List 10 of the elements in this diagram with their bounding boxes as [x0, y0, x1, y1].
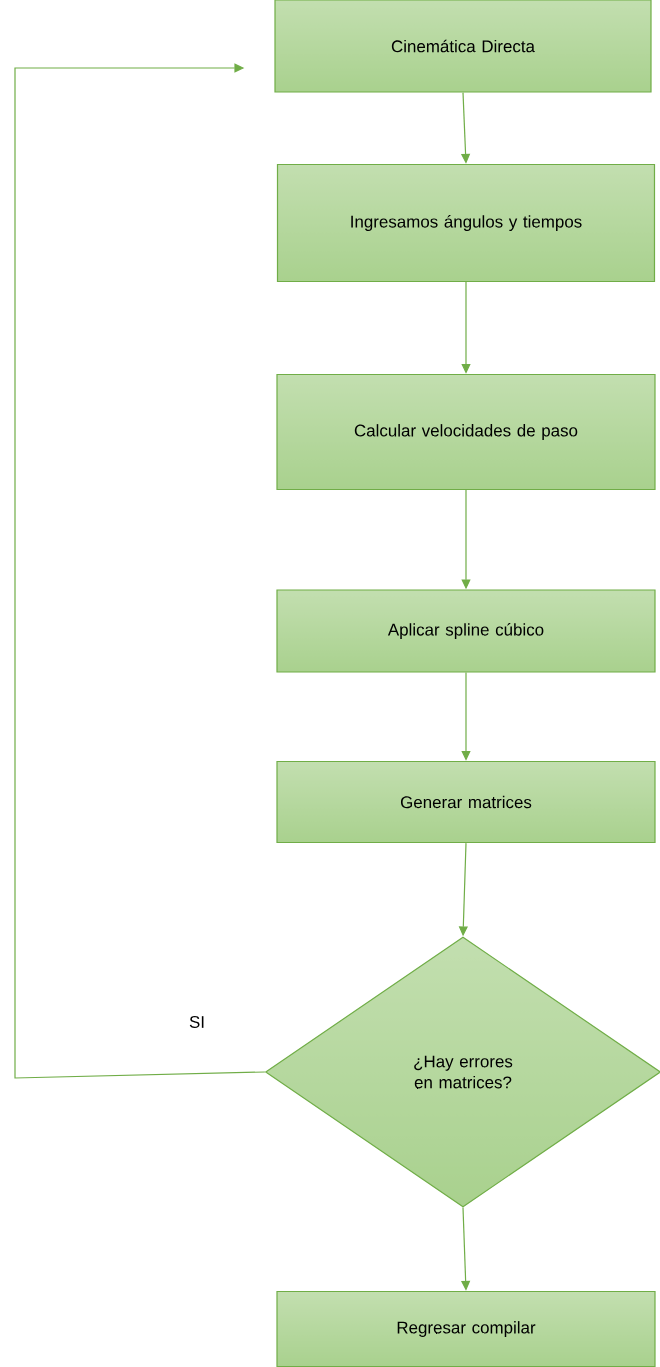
- edge-label: SI: [187, 1014, 207, 1030]
- arrow: [14, 63, 266, 1079]
- process-box: Calcular velocidades de paso: [276, 373, 656, 491]
- process-box: Regresar compilar: [276, 1290, 656, 1367]
- process-box: Aplicar spline cúbico: [276, 589, 656, 673]
- process-box: Generar matrices: [276, 760, 656, 844]
- process-box: Cinemática Directa: [274, 0, 652, 93]
- arrow: [461, 281, 471, 374]
- process-box: Ingresamos ángulos y tiempos: [276, 163, 656, 283]
- arrow: [461, 672, 471, 761]
